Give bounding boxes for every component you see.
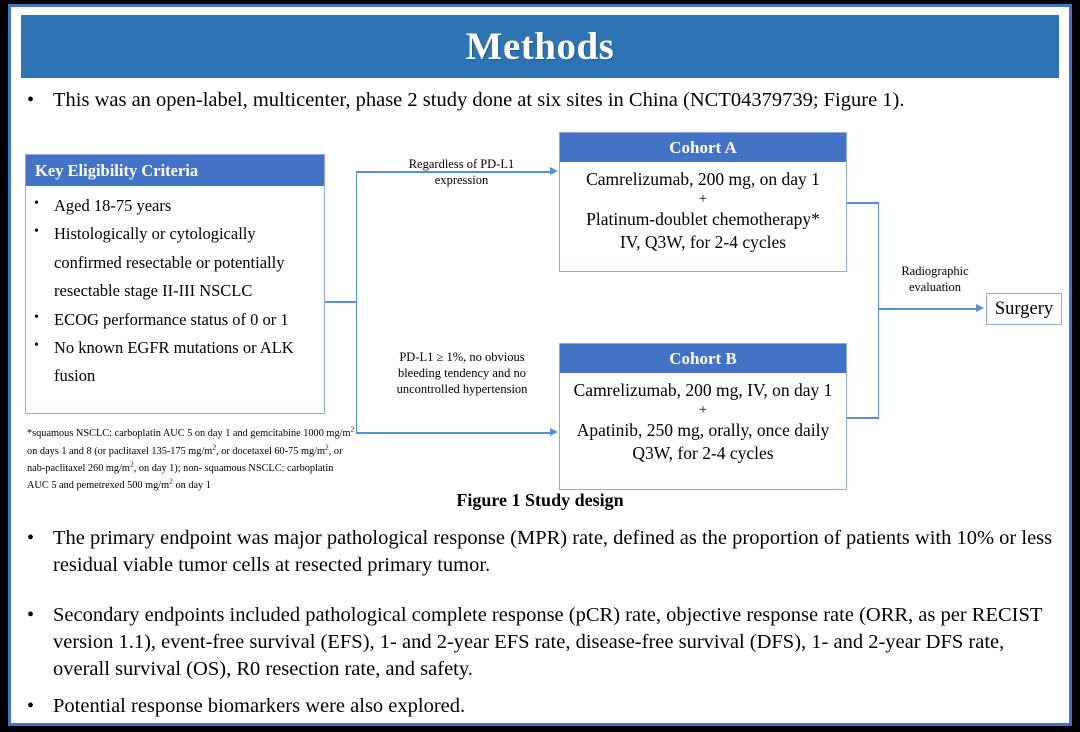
eligibility-item-text: Aged 18-75 years: [54, 196, 172, 215]
cohort-a-plus: +: [698, 191, 708, 208]
cohort-b-header: Cohort B: [560, 344, 846, 373]
slide-canvas: Methods • This was an open-label, multic…: [8, 4, 1072, 726]
bullet-marker: •: [27, 527, 35, 549]
surgery-label: Surgery: [994, 298, 1054, 319]
secondary-endpoint-bullet: • Secondary endpoints included pathologi…: [27, 602, 1053, 683]
surgery-box: Surgery: [986, 293, 1062, 325]
biomarker-bullet: • Potential response biomarkers were als…: [27, 693, 1053, 720]
bullet-marker: •: [34, 224, 39, 240]
cohort-b-plus: +: [698, 402, 708, 419]
bullet-marker: •: [27, 89, 35, 111]
connector-label-line: PD-L1 ≥ 1%, no obvious: [399, 350, 525, 364]
connector-label-line: evaluation: [908, 280, 962, 294]
connector-label-line: bleeding tendency and no: [397, 366, 527, 380]
eligibility-header-label: Key Eligibility Criteria: [35, 160, 199, 180]
slide-title-banner: Methods: [21, 15, 1059, 78]
cohort-a-header-label: Cohort A: [669, 137, 737, 157]
arrow-head-cohort-b: [550, 428, 558, 437]
biomarker-text: Potential response biomarkers were also …: [53, 695, 466, 717]
list-item: • ECOG performance status of 0 or 1: [34, 306, 318, 334]
study-design-figure: Key Eligibility Criteria • Aged 18-75 ye…: [11, 125, 1069, 505]
connector-label-pdl1-regardless: Regardless of PD-L1 expression: [379, 156, 544, 188]
bullet-marker: •: [34, 309, 39, 325]
eligibility-header: Key Eligibility Criteria: [26, 155, 324, 186]
list-item: • Histologically or cytologically confir…: [34, 220, 318, 305]
bullet-marker: •: [34, 196, 39, 211]
cohort-b-line-3: Q3W, for 2-4 cycles: [632, 443, 774, 464]
connector-to-surgery: [877, 308, 978, 310]
list-item: • Aged 18-75 years: [34, 192, 318, 220]
connector-to-cohort-b: [355, 432, 552, 434]
bullet-marker: •: [27, 695, 35, 717]
eligibility-item-text: Histologically or cytologically confirme…: [54, 224, 285, 301]
cohort-b-header-label: Cohort B: [669, 348, 737, 368]
figure-caption: Figure 1 Study design: [456, 490, 624, 510]
cohort-b-line-1: Camrelizumab, 200 mg, IV, on day 1: [573, 380, 833, 400]
bullet-marker: •: [27, 604, 35, 626]
intro-bullet-text: This was an open-label, multicenter, pha…: [53, 89, 905, 111]
eligibility-item-text: ECOG performance status of 0 or 1: [54, 309, 289, 329]
connector-label-pdl1-positive: PD-L1 ≥ 1%, no obvious bleeding tendency…: [371, 349, 553, 397]
primary-endpoint-bullet: • The primary endpoint was major patholo…: [27, 525, 1053, 579]
connector-label-line: Regardless of PD-L1: [408, 157, 515, 171]
list-item: • No known EGFR mutations or ALK fusion: [34, 334, 318, 391]
connector-trunk-right: [877, 202, 879, 417]
cohort-a-line-3: IV, Q3W, for 2-4 cycles: [619, 232, 787, 253]
connector-to-cohort-a: [355, 171, 552, 173]
cohort-a-line-1: Camrelizumab, 200 mg, on day 1: [586, 169, 820, 189]
cohort-a-box: Cohort A Camrelizumab, 200 mg, on day 1 …: [559, 132, 847, 272]
footnote-line-3: squamous NSCLC: carboplatin AUC 5 and pe…: [27, 462, 334, 492]
arrow-head-surgery: [976, 304, 984, 313]
eligibility-list: • Aged 18-75 years • Histologically or c…: [26, 186, 324, 391]
connector-eligibility-stub: [325, 301, 357, 303]
secondary-endpoint-text: Secondary endpoints included pathologica…: [53, 604, 1043, 681]
connector-trunk-left: [355, 171, 357, 433]
page-title: Methods: [465, 25, 615, 68]
primary-endpoint-text: The primary endpoint was major pathologi…: [53, 527, 1053, 577]
connector-label-radiographic-evaluation: Radiographic evaluation: [889, 263, 981, 295]
bullet-marker: •: [34, 337, 39, 353]
cohort-a-body: Camrelizumab, 200 mg, on day 1 + Platinu…: [560, 162, 846, 262]
cohort-b-line-2: Apatinib, 250 mg, orally, once daily: [576, 419, 830, 440]
cohort-b-body: Camrelizumab, 200 mg, IV, on day 1 + Apa…: [560, 373, 846, 473]
figure-footnote: *squamous NSCLC: carboplatin AUC 5 on da…: [27, 425, 357, 494]
connector-label-line: expression: [434, 173, 489, 187]
footnote-line-1: *squamous NSCLC: carboplatin AUC 5 on da…: [27, 425, 355, 457]
cohort-a-line-2: Platinum-doublet chemotherapy*: [586, 208, 820, 229]
cohort-a-header: Cohort A: [560, 133, 846, 162]
footnote-line-2: paclitaxel 135-175 mg/m2, or docetaxel 6…: [27, 442, 343, 474]
cohort-b-box: Cohort B Camrelizumab, 200 mg, IV, on da…: [559, 343, 847, 490]
eligibility-item-text: No known EGFR mutations or ALK fusion: [54, 337, 294, 386]
connector-cohort-b-out: [847, 417, 879, 419]
intro-bullet: • This was an open-label, multicenter, p…: [27, 87, 1047, 114]
connector-label-line: Radiographic: [901, 264, 969, 278]
eligibility-criteria-box: Key Eligibility Criteria • Aged 18-75 ye…: [25, 154, 325, 414]
connector-cohort-a-out: [847, 202, 879, 204]
arrow-head-cohort-a: [550, 167, 558, 176]
connector-label-line: uncontrolled hypertension: [396, 382, 528, 396]
